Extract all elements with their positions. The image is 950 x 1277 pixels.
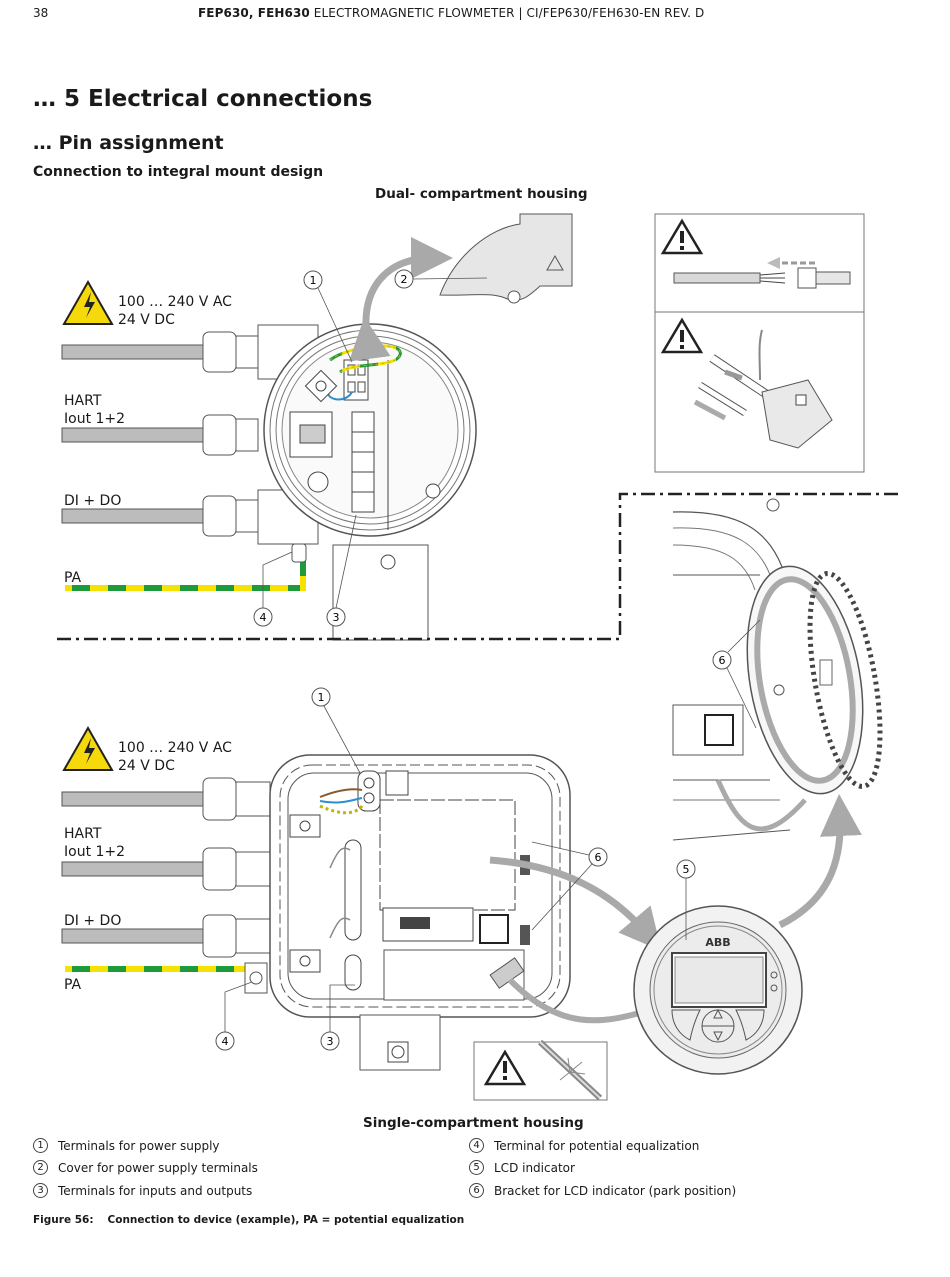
- legend-item: 6 Bracket for LCD indicator (park positi…: [469, 1183, 736, 1198]
- single-housing: [269, 754, 571, 1071]
- ribbon-caution-panel: [473, 1039, 608, 1101]
- legend-item: 2 Cover for power supply terminals: [33, 1160, 258, 1175]
- legend-number: 5: [469, 1160, 484, 1175]
- callout-5: 5: [676, 859, 696, 940]
- cable-power-bottom: [61, 777, 271, 821]
- running-header-rest: ELECTROMAGNETIC FLOWMETER | CI/FEP630/FE…: [309, 6, 705, 20]
- callout-3-top: 3: [326, 514, 357, 627]
- lcd-move-arrow: [489, 856, 662, 952]
- detail-frame-divider: [57, 492, 900, 641]
- legend-text: Terminals for inputs and outputs: [58, 1183, 253, 1198]
- callout-4-top: 4: [253, 551, 293, 627]
- running-header-product: FEP630, FEH630: [198, 6, 310, 20]
- io-connector-array: [400, 914, 509, 944]
- svg-text:3: 3: [333, 611, 340, 624]
- voltage-dc: 24 V DC: [118, 312, 175, 328]
- pa-label-top: PA: [64, 570, 82, 586]
- callout-2: 2: [394, 269, 488, 289]
- pa-wire-top: [65, 543, 307, 591]
- hart-text: HART: [64, 393, 102, 409]
- voltage-ac-bottom: 100 … 240 V AC: [118, 740, 232, 756]
- high-voltage-warning-icon-2: [62, 725, 114, 771]
- dido-label-top: DI + DO: [64, 493, 122, 509]
- svg-text:1: 1: [318, 691, 325, 704]
- cable-dido-bottom: [61, 914, 271, 958]
- pa-label-bottom: PA: [64, 977, 82, 993]
- single-compartment-diagram: ABB 1 3 4 5: [61, 687, 862, 1101]
- cable-hart: [61, 414, 259, 456]
- svg-text:4: 4: [260, 611, 267, 624]
- svg-text:6: 6: [719, 654, 726, 667]
- chapter-heading: … 5 Electrical connections: [33, 86, 373, 112]
- svg-text:6: 6: [595, 851, 602, 864]
- abb-logo: ABB: [705, 936, 730, 949]
- callout-3-bottom: 3: [320, 984, 355, 1051]
- svg-text:4: 4: [222, 1035, 229, 1048]
- voltage-label-top: 100 … 240 V AC 24 V DC: [118, 293, 232, 329]
- page-number: 38: [33, 6, 49, 20]
- figure-caption-text: Connection to device (example), PA = pot…: [107, 1214, 465, 1226]
- svg-text:5: 5: [683, 863, 690, 876]
- legend-text: Cover for power supply terminals: [58, 1160, 258, 1175]
- hart-label-bottom: HART Iout 1+2: [64, 825, 125, 861]
- iout-text-bottom: Iout 1+2: [64, 844, 126, 860]
- svg-text:3: 3: [327, 1035, 334, 1048]
- ribbon-cable: [507, 977, 651, 1024]
- dual-compartment-diagram: 1 2 3 4: [57, 213, 900, 841]
- callout-1-top: 1: [303, 270, 353, 363]
- high-voltage-warning-icon: [62, 279, 114, 325]
- legend-number: 3: [33, 1183, 48, 1198]
- lcd-indicator: ABB: [633, 905, 803, 1075]
- legend-text: Bracket for LCD indicator (park position…: [494, 1183, 737, 1198]
- cable-hart-bottom: [61, 847, 271, 891]
- hart-label-top: HART Iout 1+2: [64, 392, 125, 428]
- legend-number: 6: [469, 1183, 484, 1198]
- io-terminal-block: [351, 360, 389, 530]
- figure-number: Figure 56:: [33, 1214, 94, 1226]
- pa-wire-bottom: [65, 962, 268, 994]
- legend-item: 1 Terminals for power supply: [33, 1138, 220, 1153]
- callout-6-detail: 6: [712, 619, 761, 729]
- subsection-heading: Connection to integral mount design: [33, 164, 324, 180]
- cable-dido: [61, 489, 319, 545]
- voltage-ac: 100 … 240 V AC: [118, 294, 232, 310]
- legend-number: 2: [33, 1160, 48, 1175]
- dual-compartment-caption: Dual- compartment housing: [375, 186, 588, 202]
- lcd-left-button: [671, 1009, 701, 1041]
- legend-item: 4 Terminal for potential equalization: [469, 1138, 699, 1153]
- lcd-right-button: [735, 1009, 765, 1041]
- lcd-park-arrow: [778, 794, 862, 929]
- hart-text-bottom: HART: [64, 826, 102, 842]
- svg-text:1: 1: [310, 274, 317, 287]
- caution-icon-3: [483, 1049, 527, 1086]
- dual-housing: [263, 323, 477, 641]
- callout-4-bottom: 4: [215, 981, 253, 1051]
- iout-text: Iout 1+2: [64, 411, 126, 427]
- legend-text: Terminal for potential equalization: [494, 1138, 700, 1153]
- svg-text:2: 2: [401, 273, 408, 286]
- callout-6-bottom: 6: [531, 841, 608, 931]
- callout-1-bottom: 1: [311, 687, 361, 774]
- caution-icon-2: [660, 317, 704, 354]
- voltage-label-bottom: 100 … 240 V AC 24 V DC: [118, 739, 232, 775]
- wiring-instruction-panel: [654, 213, 865, 473]
- caution-icon: [660, 218, 704, 255]
- voltage-dc-bottom: 24 V DC: [118, 758, 175, 774]
- single-compartment-caption: Single-compartment housing: [363, 1115, 584, 1131]
- legend-number: 1: [33, 1138, 48, 1153]
- legend-text: LCD indicator: [494, 1160, 575, 1175]
- lcd-bracket-detail: [672, 498, 883, 841]
- legend-text: Terminals for power supply: [58, 1138, 220, 1153]
- legend-item: 3 Terminals for inputs and outputs: [33, 1183, 252, 1198]
- section-heading: … Pin assignment: [33, 132, 224, 154]
- dido-label-bottom: DI + DO: [64, 913, 122, 929]
- running-header: FEP630, FEH630 ELECTROMAGNETIC FLOWMETER…: [198, 6, 704, 20]
- terminal-cover: [439, 213, 573, 304]
- cover-removal-arrow: [348, 237, 453, 362]
- legend-item: 5 LCD indicator: [469, 1160, 575, 1175]
- cable-power: [61, 324, 319, 380]
- legend-number: 4: [469, 1138, 484, 1153]
- figure-caption: Figure 56: Connection to device (example)…: [33, 1214, 464, 1226]
